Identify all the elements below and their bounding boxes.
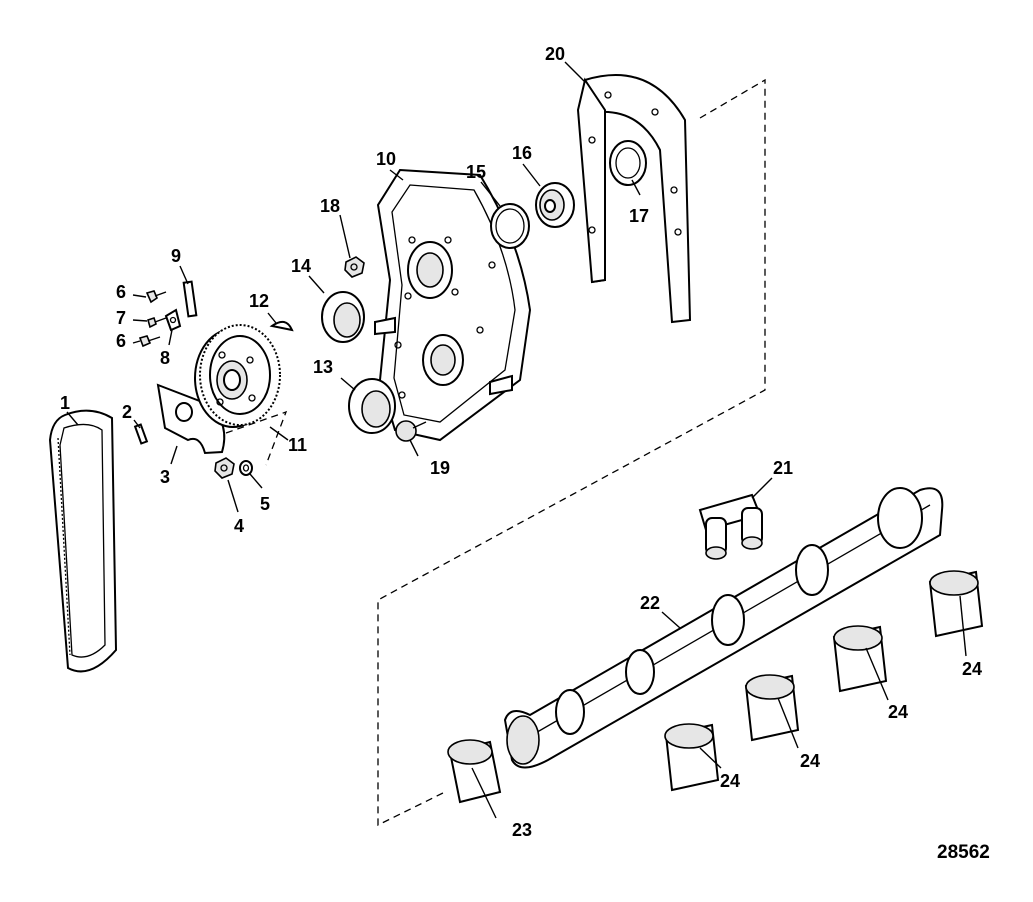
seal-14: [321, 291, 365, 343]
callout-7: 7: [116, 308, 126, 328]
cam-bearing-23: [447, 739, 502, 804]
callout-14: 14: [291, 256, 311, 276]
callout-24d: 24: [962, 659, 982, 679]
assembly-dashed-lines: [225, 78, 766, 827]
callout-4: 4: [234, 516, 244, 536]
callout-9: 9: [171, 246, 181, 266]
callout-6a: 6: [116, 282, 126, 302]
lock-nut: [344, 256, 365, 278]
leader-lines: [66, 61, 967, 819]
front-cover: [374, 168, 532, 442]
sprocket: [194, 324, 281, 428]
hex-nut: [214, 457, 235, 479]
callout-13: 13: [313, 357, 333, 377]
bolts-6-7: [138, 290, 167, 348]
callout-24a: 24: [720, 771, 740, 791]
callout-11: 11: [288, 435, 307, 455]
callout-21: 21: [773, 458, 793, 478]
flange-bolt: [395, 420, 427, 442]
bracket: [164, 308, 182, 332]
callout-6b: 6: [116, 331, 126, 351]
cam-bearing-24a: [664, 723, 720, 792]
cover-gasket: [576, 74, 692, 324]
callout-15: 15: [466, 162, 486, 182]
callout-labels: 1 2 3 4 5 6 7 6 8 9 10 11 12 13 14 15 16…: [60, 44, 982, 840]
camshaft: [503, 487, 944, 769]
callout-18: 18: [320, 196, 340, 216]
callout-3: 3: [160, 467, 170, 487]
callout-24c: 24: [888, 702, 908, 722]
callout-17: 17: [629, 206, 649, 226]
callout-20: 20: [545, 44, 565, 64]
lifter-assembly: [698, 493, 763, 560]
callout-5: 5: [260, 494, 270, 514]
figure-id: 28562: [937, 842, 990, 863]
callout-19: 19: [430, 458, 450, 478]
callout-1: 1: [60, 393, 70, 413]
cam-bearing-24b: [744, 674, 800, 742]
cam-bearing-24d: [928, 570, 984, 638]
callout-10: 10: [376, 149, 396, 169]
callout-24b: 24: [800, 751, 820, 771]
timing-belt: [48, 409, 118, 673]
end-cap: [535, 182, 575, 228]
o-ring: [490, 203, 530, 249]
callout-16: 16: [512, 143, 532, 163]
washer: [239, 460, 253, 476]
callout-8: 8: [160, 348, 170, 368]
callout-2: 2: [122, 402, 132, 422]
callout-23: 23: [512, 820, 532, 840]
seal-13: [348, 378, 396, 434]
callout-12: 12: [249, 291, 269, 311]
dowel-pin: [133, 423, 149, 445]
callout-22: 22: [640, 593, 660, 613]
cam-bearing-24c: [832, 625, 888, 693]
woodruff-key: [269, 320, 294, 332]
key-bar: [182, 280, 198, 318]
